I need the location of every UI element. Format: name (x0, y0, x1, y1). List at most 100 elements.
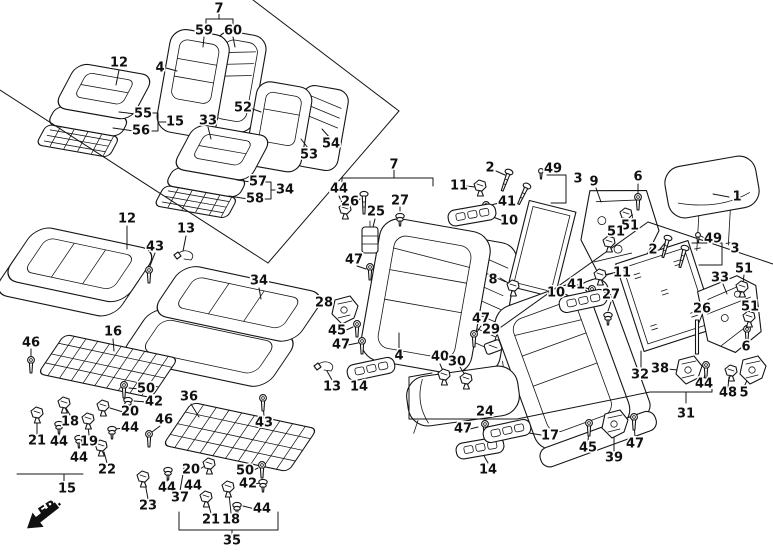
part-callout-3: 3 (573, 172, 582, 187)
part-callout-44: 44 (253, 502, 271, 517)
part-callout-19: 19 (80, 435, 98, 450)
part-callout-18: 18 (222, 513, 240, 528)
leader-line (0, 89, 269, 264)
leader-line (355, 198, 361, 203)
part-callout-13: 13 (323, 380, 341, 395)
part-callout-45: 45 (328, 324, 346, 339)
bolt-icon (27, 356, 35, 374)
part-callout-27: 27 (602, 288, 620, 303)
part-callout-33: 33 (711, 271, 729, 286)
part-callout-33: 33 (199, 114, 217, 129)
leader-line (326, 370, 333, 381)
part-callout-13: 13 (177, 222, 195, 237)
latch-icon (331, 295, 359, 325)
part-callout-16: 16 (104, 325, 122, 340)
part-callout-50: 50 (137, 382, 155, 397)
part-callout-44: 44 (330, 182, 348, 197)
part-callout-34: 34 (276, 183, 294, 198)
part-callout-46: 46 (22, 336, 40, 351)
part-callout-4: 4 (155, 61, 164, 76)
nut-icon (258, 478, 268, 493)
cushion-frame-mesh-center (164, 402, 316, 472)
part-callout-26: 26 (693, 302, 711, 317)
part-callout-43: 43 (146, 240, 164, 255)
part-callout-57: 57 (249, 175, 267, 190)
clip-icon (57, 396, 71, 414)
part-callout-2: 2 (648, 243, 657, 258)
leader-line (242, 505, 256, 510)
leader-line (712, 193, 730, 198)
leader-line (65, 407, 71, 416)
part-callout-41: 41 (567, 278, 585, 293)
nut-icon (163, 466, 173, 481)
leader-line (607, 301, 612, 312)
lbolt-icon (497, 167, 515, 193)
part-callout-30: 30 (448, 355, 466, 370)
part-callout-10: 10 (500, 214, 518, 229)
bolt-icon (145, 430, 153, 448)
part-callout-42: 42 (239, 477, 257, 492)
part-callout-47: 47 (454, 422, 472, 437)
clip-icon (30, 406, 44, 424)
hinge-bracket-9 (580, 189, 660, 278)
small-seat-cushion-stack-right (155, 124, 269, 219)
part-callout-44: 44 (70, 451, 88, 466)
cushion-frame-mesh-left (39, 334, 177, 398)
part-callout-49: 49 (544, 162, 562, 177)
part-callout-1: 1 (732, 190, 741, 205)
leader-line (465, 185, 476, 188)
leader-line (115, 427, 124, 430)
part-callout-23: 23 (139, 499, 157, 514)
part-callout-41: 41 (498, 195, 516, 210)
part-callout-20: 20 (182, 463, 200, 478)
leader-line (207, 126, 212, 140)
part-callout-7: 7 (389, 158, 398, 173)
seat-cushion-center (124, 266, 321, 387)
leader-line (666, 368, 679, 371)
part-callout-34: 34 (250, 274, 268, 289)
fr-direction-indicator: FR. (27, 495, 64, 529)
part-callout-14: 14 (350, 380, 368, 395)
part-callout-44: 44 (695, 377, 713, 392)
bolt-icon (258, 461, 266, 479)
part-callout-37: 37 (171, 491, 189, 506)
part-callout-15: 15 (166, 115, 184, 130)
part-callout-43: 43 (255, 416, 273, 431)
part-callout-9: 9 (589, 175, 598, 190)
leader-line (109, 407, 124, 413)
part-callout-40: 40 (431, 350, 449, 365)
part-callout-6: 6 (741, 340, 750, 355)
clip-icon (473, 179, 487, 197)
part-callout-53: 53 (300, 148, 318, 163)
small-seatback-pair-left (156, 29, 267, 138)
leader-line (236, 179, 252, 183)
part-callout-51: 51 (621, 219, 639, 234)
leader-line (151, 425, 161, 433)
part-callout-18: 18 (61, 415, 79, 430)
part-callout-20: 20 (121, 405, 139, 420)
part-callout-42: 42 (145, 395, 163, 410)
part-callout-25: 25 (367, 205, 385, 220)
leader-line (347, 342, 359, 346)
bolt-icon (145, 266, 153, 284)
part-callout-44: 44 (184, 479, 202, 494)
leader-line (258, 287, 262, 300)
leader-line (179, 467, 185, 492)
part-callout-46: 46 (155, 413, 173, 428)
seatback-right (494, 278, 657, 468)
seatback-board-left (507, 199, 577, 299)
part-callout-55: 55 (134, 107, 152, 122)
leader-line (128, 387, 140, 390)
leader-line (165, 67, 178, 72)
part-callout-59: 59 (195, 24, 213, 39)
part-callout-44: 44 (50, 435, 68, 450)
part-callout-36: 36 (180, 390, 198, 405)
part-callout-15: 15 (58, 482, 76, 497)
leader-line (197, 465, 206, 471)
part-callout-10: 10 (547, 286, 565, 301)
part-callout-58: 58 (246, 192, 264, 207)
clip-icon (136, 470, 150, 488)
part-callout-8: 8 (488, 273, 497, 288)
